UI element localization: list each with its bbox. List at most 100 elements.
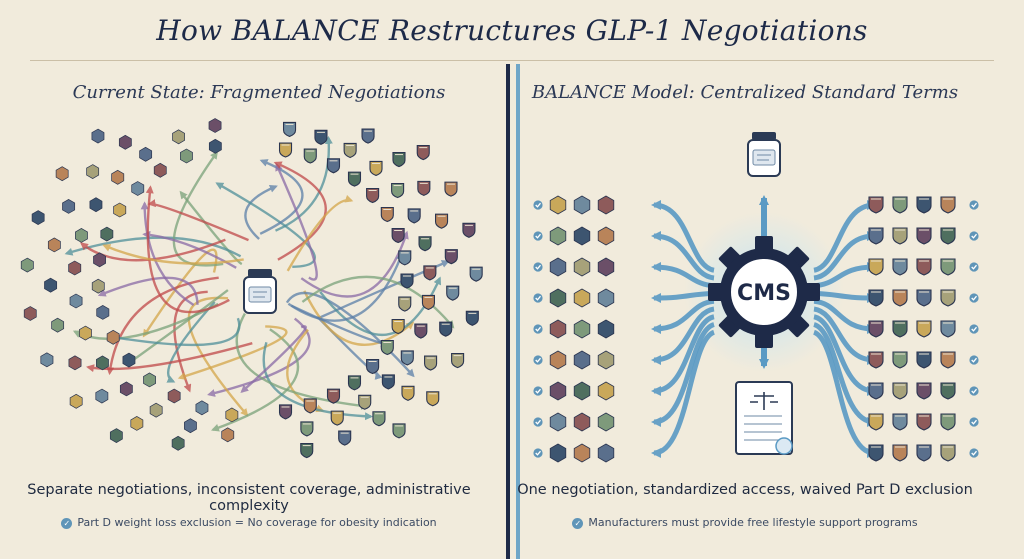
plan-rows [868,196,979,462]
shield-icon [892,196,908,214]
arrow-to-plan [813,306,877,365]
balance-model-panel: BALANCE Model: Centralized Standard Term… [517,64,1024,559]
panel-divider-dark [506,64,510,559]
hexagon-icon [68,355,82,371]
hexagon-icon [79,325,92,341]
shield-icon [347,171,362,187]
hexagon-icon [573,443,591,463]
hexagon-icon [96,304,110,320]
shield-icon [868,444,884,462]
hexagon-icon [69,293,83,309]
shield-icon [391,318,405,335]
hexagon-icon [69,393,83,409]
page-title: How BALANCE Restructures GLP-1 Negotiati… [156,14,868,47]
shield-icon [423,265,437,281]
shield-icon [426,391,440,407]
shield-icon [868,320,884,338]
arrow-to-state [651,322,716,427]
hexagon-icon [40,352,54,368]
shield-icon [451,353,465,369]
negotiation-arrow [215,182,316,268]
hexagon-icon [184,418,197,434]
shield-icon [439,321,453,337]
shield-icon [398,296,412,312]
hexagon-icon [91,278,105,294]
shield-icon [446,285,460,301]
shield-icon [434,213,449,229]
shield-icon [916,413,932,431]
shield-icon [300,443,314,459]
negotiation-arrow [142,248,218,338]
hexagon-icon [55,166,69,182]
shield-icon [892,320,908,338]
hexagon-icon [93,252,106,268]
check-icon [969,231,979,241]
shield-icon [940,227,956,245]
negotiation-arrow [80,238,226,262]
hexagon-icon [91,128,105,144]
hexagon-icon [131,181,145,196]
hexagon-icon [100,226,114,242]
shield-icon [300,421,314,437]
check-icon [533,324,543,334]
arrow-to-state [651,262,715,289]
negotiation-arrow [145,185,230,314]
arrow-to-plan [813,298,877,334]
shield-icon [303,398,317,414]
shield-icon [462,222,476,238]
shield-icon [469,266,483,282]
negotiation-arrow [102,244,244,265]
shield-icon [416,145,430,161]
hexagon-icon [96,355,109,371]
hexagon-icon [139,146,153,162]
hexagon-icon [221,427,235,443]
fragmented-network-diagram [20,118,483,459]
hexagon-icon [597,350,615,370]
shield-icon [392,423,406,439]
shield-icon [326,388,341,404]
check-icon [969,200,979,210]
check-icon [533,231,543,241]
shield-icon [372,411,386,427]
check-icon: ✓ [572,518,584,529]
negotiation-arrow [125,289,229,366]
shield-icon [330,410,344,426]
hexagon-icon [122,352,136,368]
title-divider [30,60,994,61]
shield-icon [326,158,341,174]
hexagon-icon [153,162,167,178]
pill-bottle-icon [243,269,277,314]
centralized-model-diagram: CMS [533,132,979,463]
shield-icon [916,258,932,276]
hexagon-icon [549,319,567,339]
shield-icon [366,358,380,375]
state-rows [533,195,615,463]
check-icon [533,386,543,396]
negotiation-arrow [286,194,354,272]
shield-icon [868,382,884,400]
shield-icon [400,273,414,289]
negotiation-arrow [172,150,224,267]
current-state-note-text: Part D weight loss exclusion = No covera… [77,516,437,529]
hexagon-icon [573,288,591,308]
shield-icon [343,142,357,159]
check-icon [533,417,543,427]
shield-icon [400,350,414,366]
hexagon-icon [149,402,163,418]
hexagon-icon [549,288,567,308]
shield-icon [868,227,884,245]
shield-icon [338,430,352,446]
arrow-to-plan [812,329,877,458]
hexagon-icon [597,195,615,215]
hexagon-icon [51,317,65,333]
shield-icon [444,249,458,265]
balance-model-note-text: Manufacturers must provide free lifestyl… [588,516,918,529]
hexagon-icon [47,237,61,253]
arrow-to-state [651,314,715,396]
pill-bottle-icon [747,132,781,177]
negotiation-arrow [211,328,300,432]
hexagon-icon [167,388,181,404]
hexagon-icon [597,288,615,308]
shield-icon [940,258,956,276]
hexagon-icon [549,350,567,370]
